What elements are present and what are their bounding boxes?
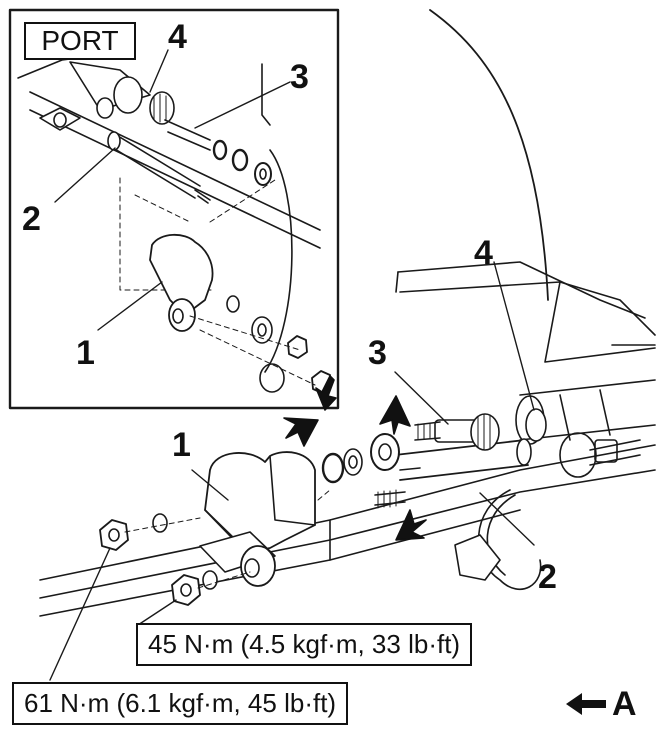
arrow-left-icon — [566, 693, 606, 715]
callout-main-3: 3 — [368, 334, 387, 372]
view-letter: A — [612, 685, 637, 723]
port-inset — [8, 8, 340, 410]
callout-main-1: 1 — [172, 426, 191, 464]
view-direction-indicator: A — [566, 687, 637, 721]
collar-4 — [525, 408, 547, 442]
callout-inset-3: 3 — [290, 58, 309, 96]
alignment-dashes — [124, 489, 331, 589]
callout-main-4: 4 — [474, 234, 493, 272]
rod-3 — [414, 413, 500, 451]
callout-inset-1: 1 — [76, 334, 95, 372]
shaft-2 — [374, 438, 532, 509]
port-label: PORT — [24, 22, 136, 60]
torque-spec-lower: 61 N·m (6.1 kgf·m, 45 lb·ft) — [12, 682, 349, 725]
mounting-rail — [39, 444, 656, 617]
nut-and-washer-set — [99, 513, 218, 606]
callout-inset-2: 2 — [22, 200, 41, 238]
link-bracket-1 — [199, 451, 316, 587]
leader-lines-main — [49, 261, 535, 681]
inset-pointer-arrow — [315, 375, 337, 411]
callout-main-2: 2 — [538, 558, 557, 596]
torque-spec-upper: 45 N·m (4.5 kgf·m, 33 lb·ft) — [136, 623, 473, 666]
engine-housing-outline — [395, 9, 656, 363]
callout-inset-4: 4 — [168, 18, 187, 56]
washer-rings — [321, 433, 400, 484]
press-arrows — [283, 395, 427, 541]
cable-loop — [454, 489, 542, 591]
